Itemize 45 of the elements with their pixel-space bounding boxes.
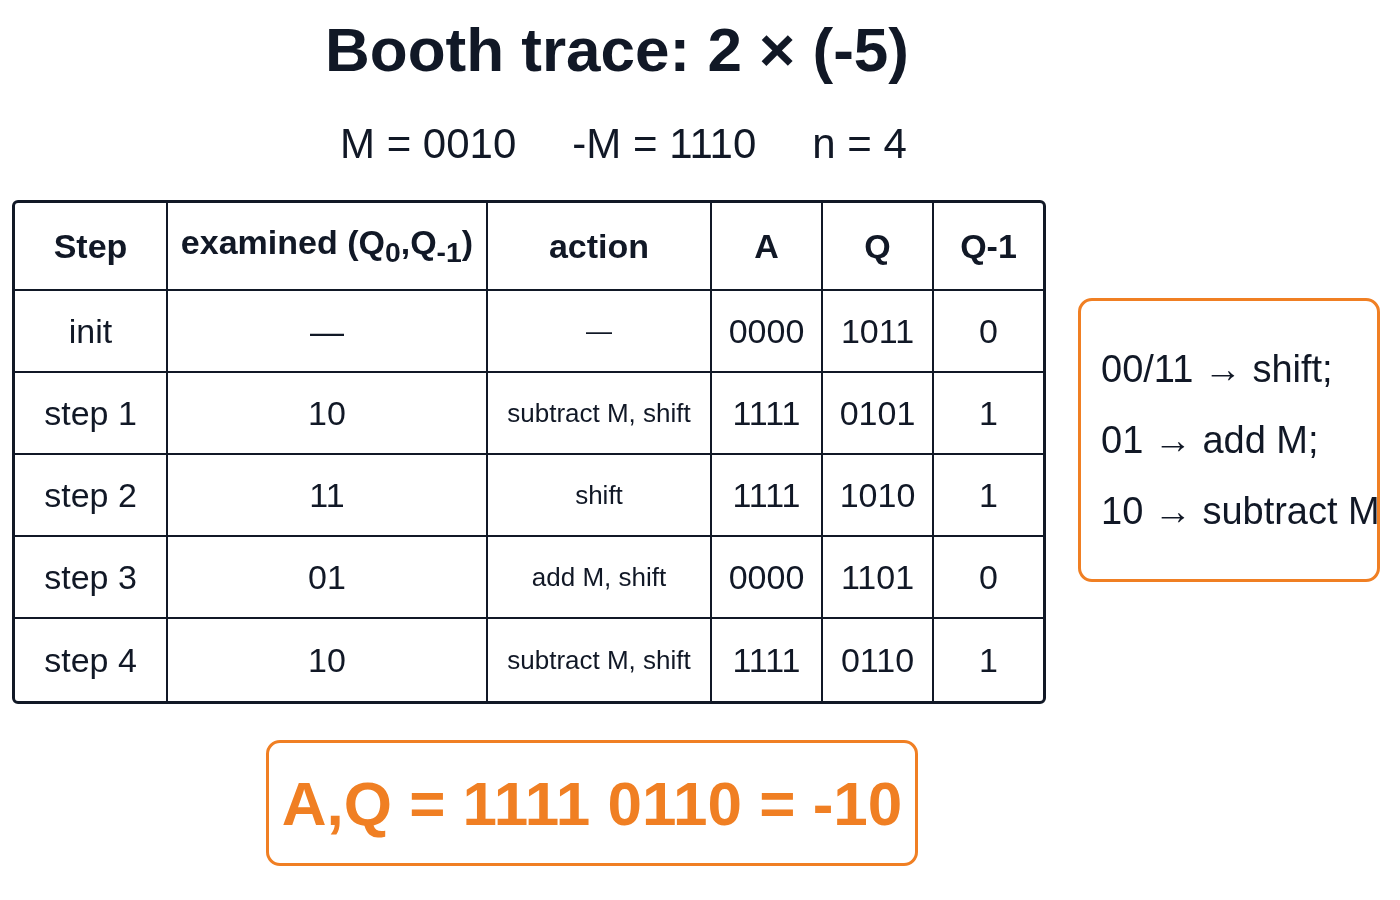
parameter-text: -M = 1110 bbox=[572, 120, 757, 168]
table-cell: init bbox=[15, 291, 168, 373]
table-cell: step 3 bbox=[15, 537, 168, 619]
table-cell: 1101 bbox=[823, 537, 934, 619]
result-box bbox=[266, 740, 918, 866]
table-cell: 10 bbox=[168, 373, 488, 455]
table-cell: — bbox=[168, 291, 488, 373]
table-cell: add M, shift bbox=[488, 537, 712, 619]
rule-text: 00/11 → shift; bbox=[1101, 347, 1334, 391]
table-cell: 1 bbox=[934, 455, 1043, 537]
table-cell: 0000 bbox=[712, 291, 823, 373]
title: Booth trace: 2 × (-5) bbox=[324, 14, 910, 85]
header-cell: Q-1 bbox=[934, 203, 1043, 291]
table-cell: 01 bbox=[168, 537, 488, 619]
parameter-text: n = 4 bbox=[812, 120, 907, 168]
header-cell: action bbox=[488, 203, 712, 291]
table-cell: 1010 bbox=[823, 455, 934, 537]
result-text: A,Q = 1111 0110 = -10 bbox=[281, 767, 903, 839]
header-cell: Step bbox=[15, 203, 168, 291]
table-cell-text: 1 bbox=[978, 639, 999, 681]
table-cell: subtract M, shift bbox=[488, 619, 712, 701]
table-cell: 1111 bbox=[712, 619, 823, 701]
rule-text: 01 → add M; bbox=[1101, 418, 1320, 462]
rule-text: 10 → subtract M bbox=[1101, 489, 1377, 533]
table-cell: 0000 bbox=[712, 537, 823, 619]
table-cell: step 2 bbox=[15, 455, 168, 537]
table-cell: 11 bbox=[168, 455, 488, 537]
table-cell: 1111 bbox=[712, 373, 823, 455]
table-cell: step 1 bbox=[15, 373, 168, 455]
table-cell: 0110 bbox=[823, 619, 934, 701]
table-cell: subtract M, shift bbox=[488, 373, 712, 455]
table-cell: step 4 bbox=[15, 619, 168, 701]
parameter-text: M = 0010 bbox=[340, 120, 517, 168]
table-cell: 0 bbox=[934, 291, 1043, 373]
table-cell: 1 bbox=[934, 373, 1043, 455]
header-cell: A bbox=[712, 203, 823, 291]
table-cell: 10 bbox=[168, 619, 488, 701]
table-cell: 1111 bbox=[712, 455, 823, 537]
table-cell: shift bbox=[488, 455, 712, 537]
table-cell: 1011 bbox=[823, 291, 934, 373]
table-cell: 0101 bbox=[823, 373, 934, 455]
table-cell: 0 bbox=[934, 537, 1043, 619]
header-cell: Q bbox=[823, 203, 934, 291]
table-cell: — bbox=[488, 291, 712, 373]
header-cell: examined (Q$_{0}$,Q$_{-1}$) bbox=[168, 203, 488, 291]
